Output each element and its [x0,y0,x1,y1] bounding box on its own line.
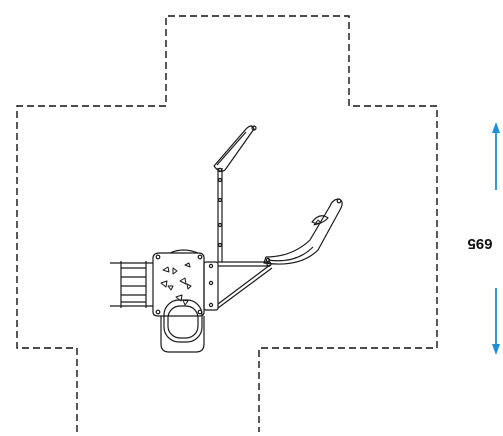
slide [160,299,205,353]
dimension-arrow-up-head [492,122,500,133]
deck-markings [160,262,192,306]
bridge [218,261,272,267]
diagonal-brace [217,264,273,309]
main-deck [152,252,205,317]
climbing-pole [217,168,223,262]
deck-roof-edge [169,249,199,254]
right-curved-platform [263,198,343,265]
upper-panel [213,125,257,173]
safety-zone-boundary [16,15,438,432]
dimension-arrow [492,122,500,355]
dimension-arrow-down-head [492,344,500,355]
connector-block [203,261,219,311]
dimension-label: 695 [467,235,492,252]
platform-marking [311,215,329,224]
ladder [110,261,153,308]
play-structure [110,125,343,353]
